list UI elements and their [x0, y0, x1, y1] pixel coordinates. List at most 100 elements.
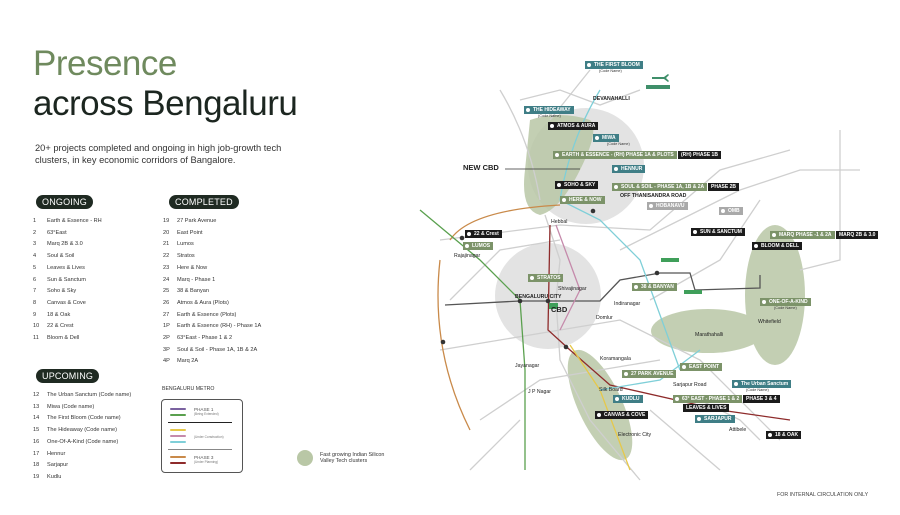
cbd-label: CBD	[551, 305, 568, 314]
map-project-label: OMB	[719, 207, 743, 215]
map-place-label: BENGALURU CITY	[515, 294, 562, 300]
map-project-label: 22 & Crest	[465, 230, 502, 238]
metro-pink-line	[170, 435, 186, 437]
red-line	[547, 224, 791, 421]
map-project-label: HOBANAVU	[647, 202, 688, 210]
metro-green-line	[170, 414, 186, 416]
title-line-2: across Bengaluru	[33, 84, 298, 123]
airport-badge	[646, 85, 670, 89]
metro-red-line	[170, 462, 186, 464]
item-name: Lumos	[177, 241, 194, 248]
map-place-label: Marathahalli	[695, 332, 724, 338]
title-line-1: Presence	[33, 44, 177, 83]
item-name: 22 & Crest	[47, 323, 74, 330]
item-name: Soul & Soil	[47, 253, 75, 260]
item-name: Marq 2A	[177, 358, 199, 365]
map-project-label: BLOOM & DELL	[752, 242, 803, 250]
new-cbd-label: NEW CBD	[463, 163, 499, 172]
ongoing-badge: ONGOING	[36, 195, 93, 209]
map-project-label: THE HIDEAWAY	[524, 106, 574, 114]
item-number: 22	[163, 253, 170, 260]
item-number: 8	[33, 299, 37, 306]
item-name: 18 & Oak	[47, 311, 71, 318]
map-place-label: Indiranagar	[614, 301, 641, 307]
code-name-note: (Code Name)	[607, 142, 630, 146]
item-name: 38 & Banyan	[177, 288, 210, 295]
map-project-label: LEAVES & LIVES	[683, 404, 730, 412]
item-name: Soul & Soil - Phase 1A, 1B & 2A	[177, 346, 258, 353]
cluster-legend-swatch	[297, 450, 313, 466]
phase1-label: PHASE 1(Being Extended)	[194, 407, 219, 417]
footer-note: FOR INTERNAL CIRCULATION ONLY	[777, 492, 869, 498]
map-project-label: 18 & OAK	[766, 431, 802, 439]
map-project-label: SOHO & SKY	[555, 181, 599, 189]
map-place-label: Jayanagar	[515, 363, 540, 369]
orange-line	[449, 204, 561, 241]
map-project-label: 27 PARK AVENUE	[622, 370, 677, 378]
map-project-label: 38 & BANYAN	[632, 283, 677, 291]
item-number: 15	[33, 427, 40, 434]
phase3-label: PHASE 3(Under Planning)	[194, 455, 218, 465]
item-name: The Urban Sanctum (Code name)	[47, 392, 132, 398]
pink-line	[555, 224, 581, 331]
item-name: 63°East	[47, 229, 67, 236]
item-number: 5	[33, 264, 37, 271]
map-project-label: MARQ 2B & 3.0	[836, 231, 879, 239]
map-project-label: SUN & SANCTUM	[691, 228, 745, 236]
stations	[440, 208, 660, 350]
item-number: 6	[33, 276, 37, 283]
item-number: 21	[163, 241, 170, 248]
purple-line	[444, 272, 761, 306]
metro-legend-title: BENGALURU METRO	[162, 386, 215, 392]
item-number: 18	[33, 462, 40, 469]
item-name: Marq - Phase 1	[177, 276, 216, 283]
map-project-label: STRATOS	[528, 274, 564, 282]
map-project-label: MARQ PHASE -1 & 2A	[770, 231, 835, 239]
map-place-label: Koramangala	[600, 356, 631, 362]
code-name-note: (Code Name)	[538, 114, 561, 118]
metro-orange-line	[170, 456, 186, 458]
map-project-label: ONE-OF-A-KIND	[760, 298, 811, 306]
metro-blue-line	[170, 441, 186, 443]
item-number: 26	[163, 299, 170, 306]
item-name: Atmos & Aura (Plots)	[177, 299, 229, 306]
item-name: Stratos	[177, 253, 195, 260]
item-name: 63°East - Phase 1 & 2	[177, 335, 233, 341]
item-number: 2	[33, 229, 37, 236]
metro-legend: PHASE 1(Being Extended) (Under Construct…	[161, 399, 243, 473]
map-place-label: Sarjapur Road	[673, 382, 707, 388]
item-name: The Hideaway (Code name)	[47, 427, 117, 434]
station-badge	[549, 303, 558, 309]
cluster-marathahalli	[651, 309, 765, 353]
map-place-label: Domlur	[596, 315, 613, 321]
item-name: Miwa (Code name)	[47, 403, 95, 410]
item-number: 17	[33, 450, 40, 457]
phase1-text: PHASE 1	[194, 407, 214, 412]
code-name-note: (Code Name)	[746, 388, 769, 392]
green-line	[419, 209, 521, 301]
phase3-note: (Under Planning)	[194, 460, 219, 464]
item-name: East Point	[177, 229, 203, 236]
map-project-label: HENNUR	[612, 165, 646, 173]
item-number: 7	[33, 288, 37, 295]
metro-lines	[419, 89, 791, 471]
item-number: 27	[163, 311, 170, 318]
map-project-label: THE FIRST BLOOM	[585, 61, 643, 69]
item-number: 14	[33, 415, 40, 422]
item-number: 4P	[163, 358, 170, 365]
item-name: Marq 2B & 3.0	[47, 241, 83, 248]
item-name: 27 Park Avenue	[177, 218, 217, 224]
map-project-label: CANVAS & COVE	[595, 411, 649, 419]
item-number: 1	[33, 218, 37, 224]
item-number: 20	[163, 229, 170, 236]
item-number: 1P	[163, 323, 170, 330]
item-number: 3	[33, 241, 37, 248]
station-badge	[661, 258, 679, 262]
orange-line	[437, 259, 471, 431]
map-project-label: 63° EAST - PHASE 1 & 2	[673, 395, 743, 403]
item-name: Kudlu	[47, 473, 62, 480]
map-project-label: EAST POINT	[680, 363, 723, 371]
map-project-label: HERE & NOW	[560, 196, 605, 204]
item-name: Soho & Sky	[47, 288, 77, 295]
